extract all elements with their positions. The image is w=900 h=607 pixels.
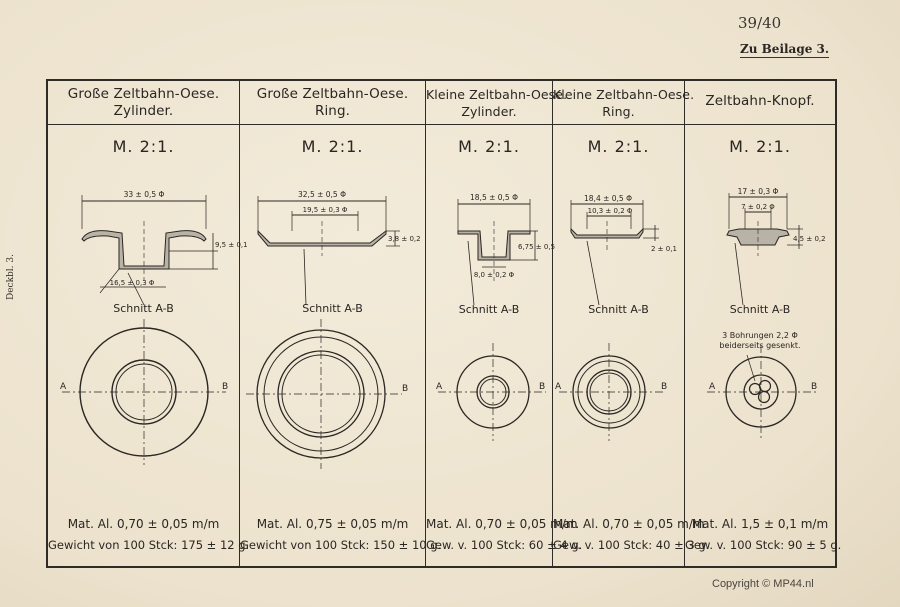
large-ring-drawing: 32,5 ± 0,5 Φ 19,5 ± 0,3 Φ 3,8 ± 0,2 B — [246, 190, 421, 469]
weight-line: Gew. v. 100 Stck: 90 ± 5 g. — [685, 538, 842, 552]
section-label: Schnitt A-B — [729, 303, 791, 316]
title-line1: Kleine Zeltbahn-Oese. — [553, 87, 695, 102]
point-b: B — [539, 382, 545, 392]
dim-outer: 18,5 ± 0,5 Φ — [470, 193, 518, 202]
dim-height: 3,8 ± 0,2 — [388, 235, 421, 243]
material-line: Mat. Al. 0,70 ± 0,05 m/m — [553, 517, 705, 531]
scale-label: M. 2:1. — [112, 137, 175, 156]
button-drawing: 17 ± 0,3 Φ 7 ± 0,2 Φ 4,5 ± 0,2 A B — [707, 187, 826, 439]
dim-inner: 7 ± 0,2 Φ — [741, 203, 775, 211]
dim-inner: 8,0 ± 0,2 Φ — [474, 271, 515, 279]
section-label: Schnitt A-B — [302, 302, 363, 315]
side-label: Deckbl. 3. — [6, 254, 16, 300]
point-a: A — [555, 382, 562, 392]
title-line1: Zeltbahn-Knopf. — [705, 93, 815, 109]
section-label: Schnitt A-B — [113, 302, 174, 315]
title-line2: Zylinder. — [461, 104, 517, 119]
weight-line: Gew. v. 100 Stck: 60 ± 4 g. — [426, 538, 583, 552]
column-header: Große Zeltbahn-Oese. Ring. — [240, 81, 425, 125]
small-ring-drawing: 18,4 ± 0,5 Φ 10,3 ± 0,2 Φ 2 ± 0,1 A B — [555, 194, 677, 441]
scale-label: M. 2:1. — [587, 137, 650, 156]
point-a: A — [60, 382, 67, 392]
material-line: Mat. Al. 0,70 ± 0,05 m/m — [426, 517, 578, 531]
title-line1: Große Zeltbahn-Oese. — [67, 86, 220, 102]
point-b: B — [402, 384, 408, 394]
column-small-ring: Kleine Zeltbahn-Oese. Ring. M. 2:1. — [553, 81, 710, 566]
dim-outer: 33 ± 0,5 Φ — [124, 190, 165, 199]
material-line: Mat. Al. 0,75 ± 0,05 m/m — [240, 517, 425, 531]
note-line2: beiderseits gesenkt. — [719, 341, 801, 350]
point-a: A — [709, 382, 716, 392]
small-cylinder-drawing: 18,5 ± 0,5 Φ 6,75 ± 0,5 8,0 ± 0,2 Φ A B — [436, 193, 555, 441]
large-cylinder-drawing: 33 ± 0,5 Φ 9,5 ± 0,1 16,5 ± 0,3 Φ A B — [60, 190, 248, 465]
column-large-ring: Große Zeltbahn-Oese. Ring. M. 2:1. — [240, 81, 442, 566]
weight-line: Gew. v. 100 Stck: 40 ± 3 g. — [553, 538, 710, 552]
material-line: Mat. Al. 0,70 ± 0,05 m/m — [48, 517, 239, 531]
section-label: Schnitt A-B — [588, 303, 649, 316]
point-b: B — [222, 382, 228, 392]
page-number: 39/40 — [738, 14, 782, 32]
title-line1: Kleine Zeltbahn-Oese. — [426, 87, 568, 102]
dim-outer: 18,4 ± 0,5 Φ — [584, 194, 632, 203]
title-line2: Ring. — [602, 104, 635, 119]
weight-line: Gewicht von 100 Stck: 175 ± 12 g. — [48, 538, 250, 552]
dim-height: 9,5 ± 0,1 — [215, 241, 248, 249]
dim-height: 4,5 ± 0,2 — [793, 235, 826, 243]
column-header: Große Zeltbahn-Oese. Zylinder. — [48, 81, 239, 125]
material-label: Mat. Al. — [426, 517, 472, 531]
dim-height: 6,75 ± 0,5 — [518, 243, 555, 251]
column-header: Kleine Zeltbahn-Oese. Ring. — [553, 81, 695, 125]
column-header: Kleine Zeltbahn-Oese. Zylinder. — [426, 81, 568, 125]
dim-inner: 16,5 ± 0,3 Φ — [110, 279, 155, 287]
material-value: 1,5 ± 0,1 m/m — [741, 517, 829, 531]
point-a: A — [436, 382, 443, 392]
dim-inner: 10,3 ± 0,2 Φ — [588, 207, 633, 215]
dim-height: 2 ± 0,1 — [651, 245, 677, 253]
note-line1: 3 Bohrungen 2,2 Φ — [722, 331, 798, 340]
cylinder-profile — [81, 230, 207, 270]
material-label: Mat. Al. — [67, 517, 114, 531]
material-value: 0,70 ± 0,05 m/m — [116, 517, 220, 531]
material-label: Mat. Al. — [691, 517, 738, 531]
copyright-text: Copyright © MP44.nl — [712, 578, 814, 590]
weight-line: Gewicht von 100 Stck: 150 ± 10 g. — [240, 538, 442, 552]
dim-outer: 17 ± 0,3 Φ — [738, 187, 779, 196]
dim-outer: 32,5 ± 0,5 Φ — [298, 190, 346, 199]
scale-label: M. 2:1. — [729, 137, 791, 156]
material-value: 0,75 ± 0,05 m/m — [305, 517, 409, 531]
scale-label: M. 2:1. — [458, 137, 520, 156]
scale-label: M. 2:1. — [301, 137, 364, 156]
material-label: Mat. Al. — [553, 517, 599, 531]
bore-note: 3 Bohrungen 2,2 Φ beiderseits gesenkt. — [700, 331, 820, 351]
drawing-frame: Große Zeltbahn-Oese. Zylinder. M. 2:1. — [46, 79, 842, 568]
column-header: Zeltbahn-Knopf. — [685, 81, 835, 125]
column-small-cylinder: Kleine Zeltbahn-Oese. Zylinder. M. 2:1. — [426, 81, 583, 566]
material-line: Mat. Al. 1,5 ± 0,1 m/m — [685, 517, 835, 531]
column-large-cylinder: Große Zeltbahn-Oese. Zylinder. M. 2:1. — [48, 81, 250, 566]
dim-inner: 19,5 ± 0,3 Φ — [303, 206, 348, 214]
column-button: Zeltbahn-Knopf. M. 2:1. — [685, 81, 842, 566]
point-b: B — [811, 382, 817, 392]
section-label: Schnitt A-B — [458, 303, 520, 316]
ring-profile — [257, 229, 387, 247]
point-b: B — [661, 382, 667, 392]
beilage-label: Zu Beilage 3. — [740, 42, 830, 58]
title-line2: Ring. — [314, 103, 351, 119]
material-value: 0,70 ± 0,05 m/m — [475, 517, 578, 531]
title-line2: Zylinder. — [113, 103, 174, 119]
material-value: 0,70 ± 0,05 m/m — [602, 517, 705, 531]
title-line1: Große Zeltbahn-Oese. — [256, 86, 409, 102]
material-label: Mat. Al. — [256, 517, 303, 531]
